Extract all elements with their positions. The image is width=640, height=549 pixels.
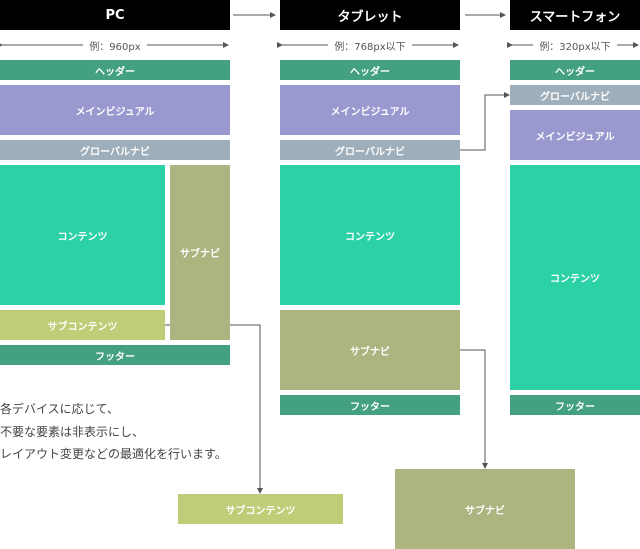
tablet-header-block: ヘッダー bbox=[280, 60, 460, 80]
tablet-main-visual-block: メインビジュアル bbox=[280, 85, 460, 135]
sp-main-visual-block: メインビジュアル bbox=[510, 110, 640, 160]
pc-title: PC bbox=[0, 0, 230, 30]
note-line: レイアウト変更などの最適化を行います。 bbox=[0, 447, 227, 461]
tablet-footer-block: フッター bbox=[280, 395, 460, 415]
tablet-title: タブレット bbox=[280, 0, 460, 30]
note-line: 各デバイスに応じて、 bbox=[0, 402, 120, 416]
sp-content-block: コンテンツ bbox=[510, 165, 640, 390]
pc-content-block: コンテンツ bbox=[0, 165, 165, 305]
pc-global-nav-block: グローバルナビ bbox=[0, 140, 230, 160]
pc-main-visual-block: メインビジュアル bbox=[0, 85, 230, 135]
pc-footer-block: フッター bbox=[0, 345, 230, 365]
tablet-sub-nav-block: サブナビ bbox=[280, 310, 460, 390]
pc-header-block: ヘッダー bbox=[0, 60, 230, 80]
note-line: 不要な要素は非表示にし、 bbox=[0, 424, 145, 439]
moved-sub-content-block: サブコンテンツ bbox=[178, 494, 343, 524]
subnav-connector bbox=[460, 349, 488, 469]
sp-title: スマートフォン bbox=[510, 0, 640, 30]
tablet-width-label: 例：768px以下 bbox=[328, 37, 412, 53]
globalnav-connector bbox=[460, 92, 510, 151]
pc-width-label: 例：960px bbox=[83, 37, 147, 53]
pc-sub-content-block: サブコンテンツ bbox=[0, 310, 165, 340]
pc-sub-nav-block: サブナビ bbox=[170, 165, 230, 340]
description-note: 各デバイスに応じて、 不要な要素は非表示にし、 レイアウト変更などの最適化を行い… bbox=[0, 398, 227, 466]
tablet-global-nav-block: グローバルナビ bbox=[280, 140, 460, 160]
sp-global-nav-block: グローバルナビ bbox=[510, 85, 640, 105]
sp-width-label: 例：320px以下 bbox=[533, 37, 617, 53]
sp-footer-block: フッター bbox=[510, 395, 640, 415]
tablet-content-block: コンテンツ bbox=[280, 165, 460, 305]
sp-header-block: ヘッダー bbox=[510, 60, 640, 80]
moved-sub-nav-block: サブナビ bbox=[395, 469, 575, 549]
